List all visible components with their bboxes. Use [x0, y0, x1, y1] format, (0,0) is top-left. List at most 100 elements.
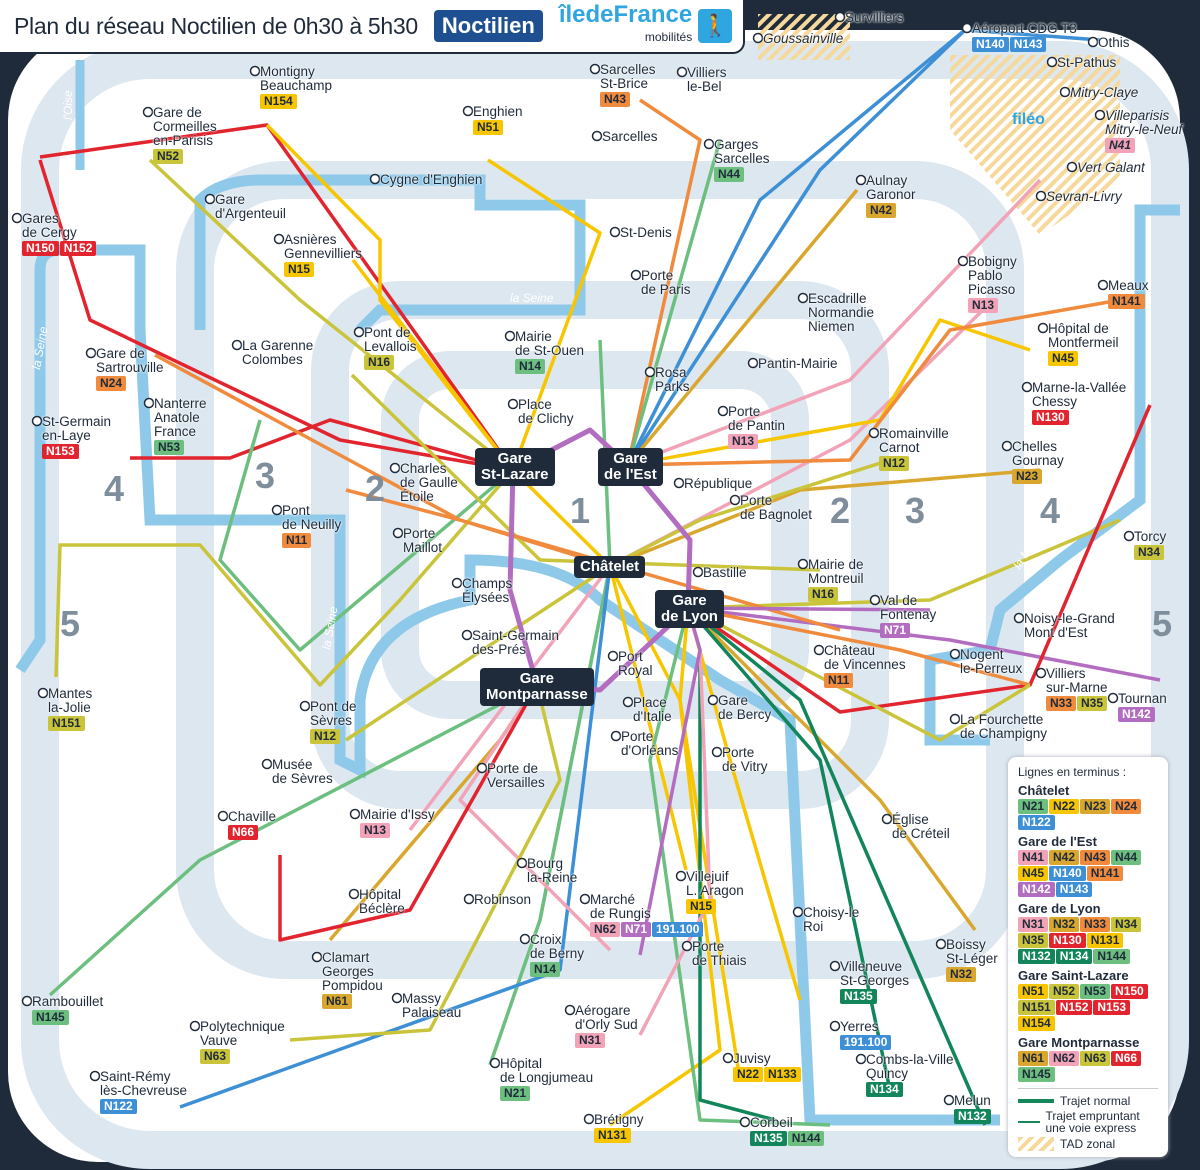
station[interactable]: Noisy-le-Grand Mont d'Est	[1024, 612, 1115, 640]
station[interactable]: Porte de Bagnolet	[740, 494, 812, 522]
station[interactable]: Porte de Versailles	[487, 762, 545, 790]
station[interactable]: Porte de Thiais	[692, 940, 747, 968]
line-badge[interactable]: N24	[96, 376, 127, 391]
line-badge[interactable]: N13	[728, 434, 759, 449]
line-badge[interactable]: N144	[787, 1131, 825, 1146]
line-badge[interactable]: N135	[840, 989, 877, 1004]
line-badge[interactable]: N34	[1134, 545, 1165, 560]
line-badge[interactable]: N152	[59, 241, 97, 256]
station[interactable]: Villiers le-Bel	[687, 66, 727, 94]
line-badge[interactable]: N45	[1048, 351, 1079, 366]
line-badge[interactable]: N13	[360, 823, 391, 838]
station[interactable]: Mitry-Claye	[1070, 86, 1138, 100]
station[interactable]: Bourg la-Reine	[527, 857, 577, 885]
station[interactable]: Porte de Paris	[641, 269, 691, 297]
line-badge[interactable]: N142	[1118, 707, 1155, 722]
line-badge[interactable]: N15	[284, 262, 315, 277]
station[interactable]: Vert Galant	[1077, 161, 1145, 175]
line-badge[interactable]: N32	[946, 967, 977, 982]
station[interactable]: Bastille	[703, 566, 747, 580]
station[interactable]: St-Denis	[620, 226, 672, 240]
line-badge[interactable]: N52	[153, 149, 184, 164]
station[interactable]: Porte d'Orléans	[621, 730, 678, 758]
line-badge[interactable]: N134	[866, 1082, 903, 1097]
line-badge[interactable]: N151	[48, 716, 85, 731]
line-badge[interactable]: N12	[310, 729, 341, 744]
line-badge[interactable]: N62	[590, 922, 621, 937]
station[interactable]: Choisy-le Roi	[803, 906, 859, 934]
station[interactable]: La Garenne Colombes	[242, 339, 313, 367]
station[interactable]: Robinson	[474, 893, 531, 907]
station[interactable]: Place d'Italie	[633, 696, 672, 724]
station[interactable]: Sevran-Livry	[1046, 190, 1122, 204]
line-badge[interactable]: N131	[594, 1128, 631, 1143]
station[interactable]: Pantin-Mairie	[758, 357, 838, 371]
station[interactable]: St-Pathus	[1057, 56, 1116, 70]
line-badge[interactable]: N51	[473, 120, 504, 135]
line-badge[interactable]: N145	[32, 1010, 69, 1025]
station[interactable]: Charles de Gaulle Étoile	[400, 462, 458, 504]
line-badge[interactable]: N61	[322, 994, 353, 1009]
station[interactable]: République	[684, 477, 752, 491]
line-badge[interactable]: N122	[100, 1099, 137, 1114]
line-badge[interactable]: N31	[575, 1033, 606, 1048]
line-badge[interactable]: N15	[686, 899, 717, 914]
station[interactable]: Église de Créteil	[892, 813, 950, 841]
line-badge[interactable]: N153	[42, 444, 79, 459]
line-badge[interactable]: N130	[1032, 410, 1069, 425]
line-badge[interactable]: N35	[1077, 696, 1108, 711]
line-badge[interactable]: N44	[714, 167, 745, 182]
station[interactable]: Champs Élysées	[462, 577, 512, 605]
line-badge[interactable]: N11	[824, 673, 854, 688]
station[interactable]: Sarcelles	[602, 130, 658, 144]
station[interactable]: Hôpital Béclère	[359, 888, 405, 916]
station[interactable]: Othis	[1098, 36, 1130, 50]
line-badge[interactable]: N43	[600, 92, 631, 107]
station[interactable]: Musée de Sèvres	[272, 758, 333, 786]
station[interactable]: Nogent le-Perreux	[960, 648, 1022, 676]
hub-station[interactable]: Gare St-Lazare	[475, 448, 555, 486]
line-badge[interactable]: 191.100	[840, 1035, 892, 1050]
line-badge[interactable]: N154	[260, 94, 297, 109]
station[interactable]: Goussainville	[763, 32, 843, 46]
line-badge[interactable]: N21	[500, 1086, 531, 1101]
line-badge[interactable]: N141	[1108, 294, 1145, 309]
line-badge[interactable]: N11	[282, 533, 312, 548]
line-badge[interactable]: N140	[972, 37, 1009, 52]
